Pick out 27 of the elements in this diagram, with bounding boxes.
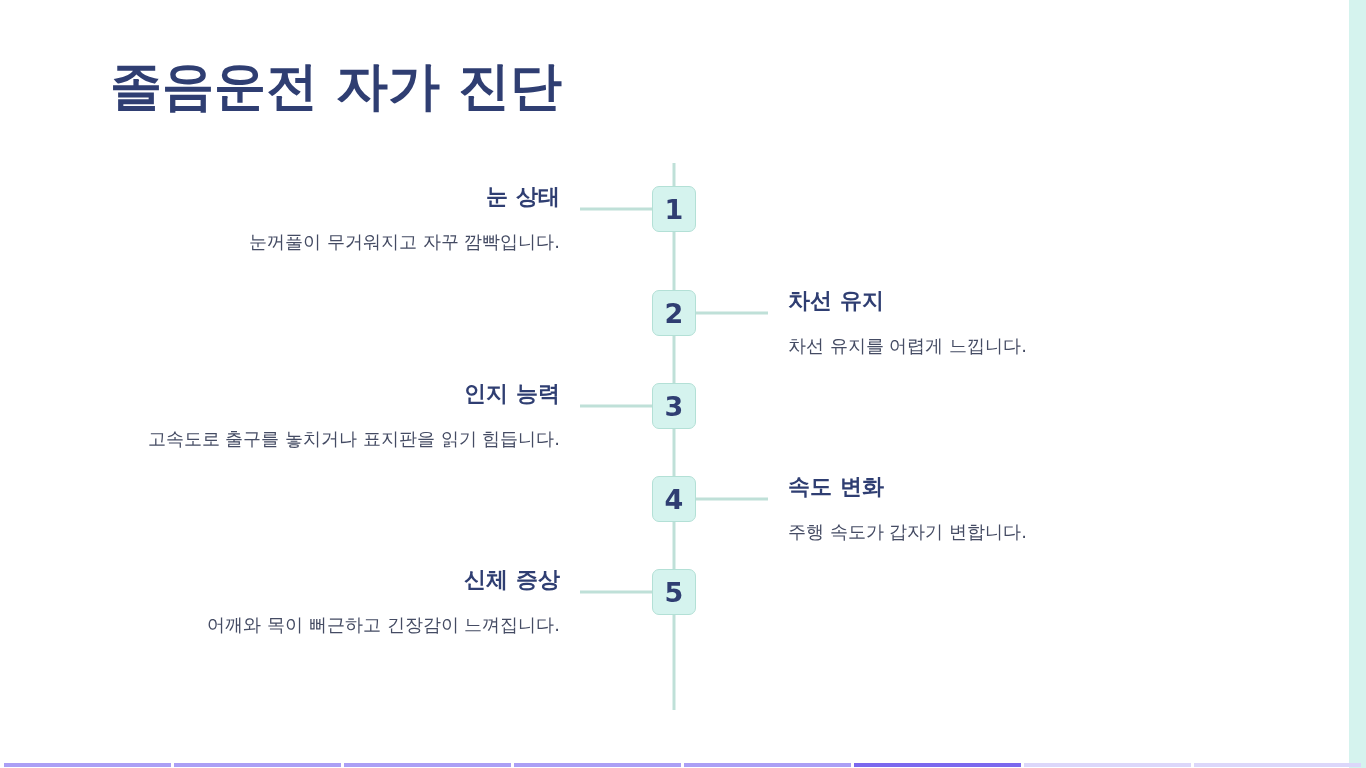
number-badge: 2 <box>652 290 696 336</box>
timeline-line <box>672 232 676 290</box>
item-heading: 눈 상태 <box>486 183 560 211</box>
timeline-line <box>672 522 676 569</box>
item-description: 주행 속도가 갑자기 변합니다. <box>788 520 1027 544</box>
connector-line <box>696 311 768 315</box>
timeline-line <box>672 615 676 710</box>
timeline-line <box>672 163 676 186</box>
timeline-line <box>672 336 676 383</box>
item-description: 고속도로 출구를 놓치거나 표지판을 읽기 힘듭니다. <box>147 427 560 451</box>
number-badge: 3 <box>652 383 696 429</box>
item-description: 차선 유지를 어렵게 느낍니다. <box>788 334 1027 358</box>
item-heading: 속도 변화 <box>788 473 884 501</box>
item-heading: 인지 능력 <box>464 380 560 408</box>
timeline-line <box>672 429 676 476</box>
connector-line <box>580 590 652 594</box>
number-badge: 1 <box>652 186 696 232</box>
number-badge: 4 <box>652 476 696 522</box>
item-description: 눈꺼풀이 무거워지고 자꾸 깜빡입니다. <box>249 230 560 254</box>
item-heading: 신체 증상 <box>464 566 560 594</box>
item-description: 어깨와 목이 뻐근하고 긴장감이 느껴집니다. <box>207 613 560 637</box>
connector-line <box>696 497 768 501</box>
title: 졸음운전 자가 진단 <box>110 55 563 118</box>
connector-line <box>580 207 652 211</box>
item-heading: 차선 유지 <box>788 287 884 315</box>
number-badge: 5 <box>652 569 696 615</box>
connector-line <box>580 404 652 408</box>
